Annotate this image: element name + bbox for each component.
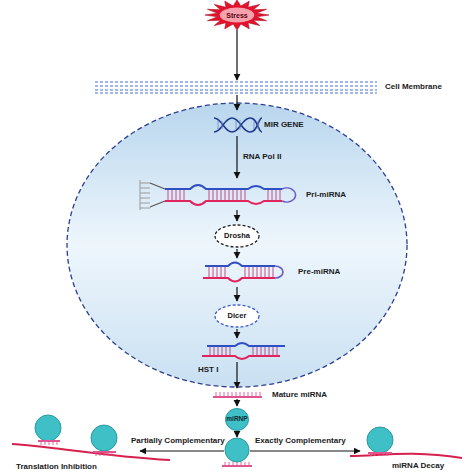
enzyme-label: HST I	[198, 366, 218, 374]
node-label: Stress	[226, 12, 247, 19]
rna-strand	[165, 201, 282, 205]
nucleus-outline	[67, 103, 407, 387]
mirna-teeth	[371, 453, 387, 456]
flow-arrow	[236, 210, 237, 221]
outcome-label: Translation Inhibition	[16, 463, 97, 471]
membrane-dashes	[95, 81, 377, 82]
mirna-duplex	[202, 343, 285, 359]
mirna-teeth	[225, 462, 249, 466]
flow-arrow	[236, 30, 237, 80]
rna-strand	[202, 356, 280, 359]
flow-arrow	[236, 362, 237, 388]
base-pairs	[210, 346, 277, 356]
flow-arrow	[250, 450, 360, 451]
pathway-label: Exactly Complementary	[255, 437, 346, 445]
base-pairs	[168, 189, 280, 201]
mirna-strand	[38, 441, 116, 452]
membrane-dashes	[95, 92, 377, 93]
mirna-decay-art	[350, 427, 462, 458]
flow-arrow	[236, 431, 237, 437]
flank-comb	[140, 180, 150, 210]
pri-mirna-hairpin	[140, 180, 296, 210]
base-pairs	[209, 266, 273, 278]
cell-membrane-band: Cell Membrane	[95, 80, 377, 94]
rna-strand	[165, 185, 282, 189]
node-label: Dicer	[228, 312, 247, 320]
membrane-dashes	[95, 89, 377, 90]
rna-strand	[207, 343, 285, 346]
membrane-label: Cell Membrane	[385, 83, 442, 91]
risc-circle	[367, 427, 393, 453]
mirna-strand	[368, 452, 392, 454]
risc-circle	[225, 438, 249, 462]
mirisc-complex	[222, 438, 252, 466]
dna-strand	[214, 118, 262, 132]
ribosome	[91, 425, 117, 451]
flow-arrow	[236, 136, 237, 178]
stress-burst: Stress	[205, 0, 269, 30]
enzyme-label: RNA Pol II	[243, 153, 281, 161]
flow-arrows	[140, 95, 360, 451]
flow-arrow	[236, 399, 237, 406]
pathway-label: Partially Complementary	[131, 437, 225, 445]
mature-mirna	[213, 392, 262, 397]
flow-arrow	[236, 287, 237, 301]
circle-outline	[226, 409, 249, 431]
mirna-teeth	[41, 441, 112, 456]
rna-strand	[205, 263, 275, 267]
ribosome	[35, 415, 61, 441]
gene-label: MIR GENE	[264, 121, 304, 129]
mrna-strand	[350, 454, 462, 458]
hairpin-loop	[275, 266, 283, 278]
enzyme-oval: Dicer	[214, 304, 260, 328]
pre-mirna-hairpin	[203, 263, 283, 282]
oval-outline	[215, 225, 259, 247]
molecule-label: Pre-miRNA	[298, 268, 340, 276]
burst-core	[220, 8, 255, 23]
hairpin-loop	[282, 188, 296, 202]
mrna-strand	[12, 444, 170, 460]
outcome-label: miRNA Decay	[392, 462, 444, 470]
molecule-label: Mature miRNA	[272, 391, 327, 399]
node-label: Drosha	[224, 232, 250, 240]
rna-strand	[203, 278, 275, 282]
enzyme-oval: Drosha	[214, 224, 260, 248]
flank-strand	[150, 183, 165, 207]
dna-rungs	[218, 120, 258, 130]
mirna-teeth	[216, 392, 260, 397]
burst-outline	[205, 0, 269, 30]
flow-arrow	[236, 95, 237, 110]
molecule-label: Pri-miRNA	[306, 191, 346, 199]
oval-outline	[215, 305, 259, 327]
flow-arrow	[140, 450, 224, 451]
membrane-dashes	[95, 85, 377, 86]
mirnp-circle: miRNP	[225, 408, 249, 431]
dna-helix	[214, 118, 262, 132]
flow-arrow	[236, 329, 237, 338]
flow-arrow	[236, 249, 237, 258]
dna-strand	[214, 118, 262, 132]
node-label: miRNP	[226, 416, 247, 423]
node-shape	[95, 80, 377, 94]
